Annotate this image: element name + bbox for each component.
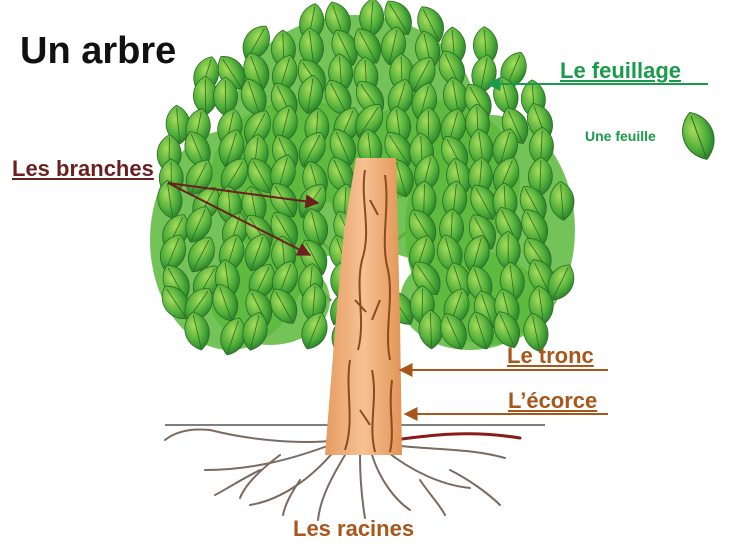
diagram-title: Un arbre xyxy=(20,32,176,70)
trunk-label: Le tronc xyxy=(507,345,594,367)
foliage-label: Le feuillage xyxy=(560,60,681,82)
roots-label: Les racines xyxy=(293,518,414,540)
bark-label: L’écorce xyxy=(508,390,597,412)
leaf-label: Une feuille xyxy=(585,129,656,143)
branches-label: Les branches xyxy=(12,158,154,180)
single-leaf-icon xyxy=(676,107,721,164)
